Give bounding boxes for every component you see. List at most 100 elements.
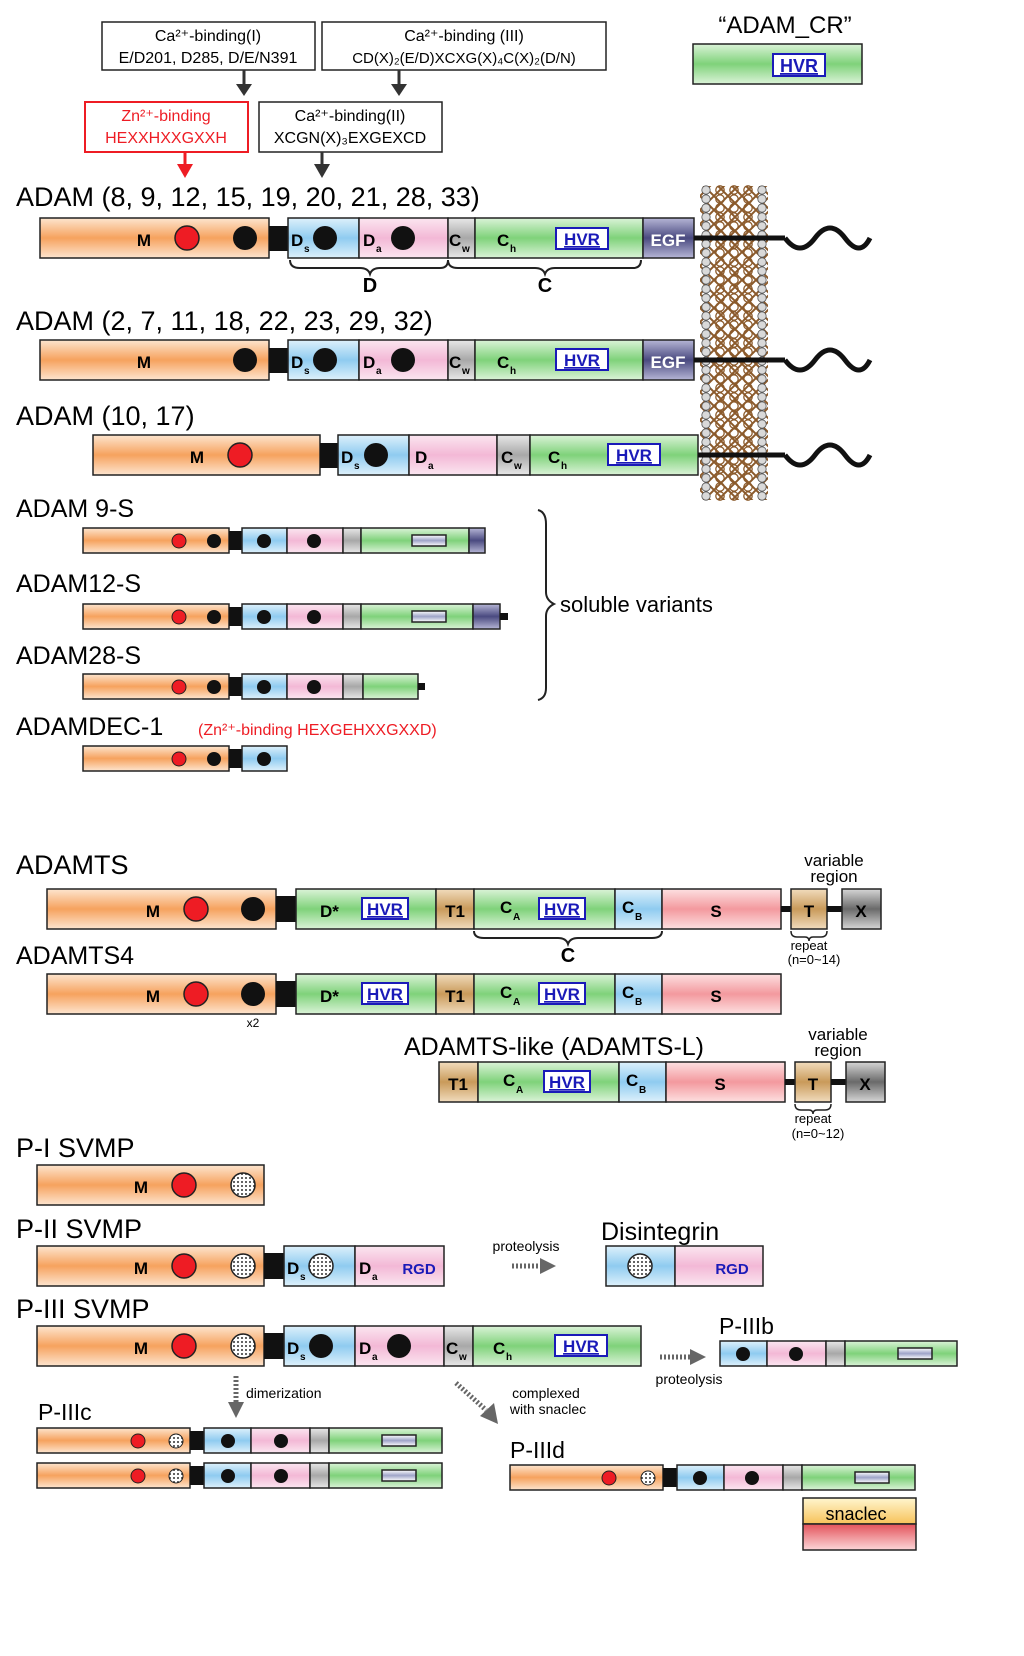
p3d-construct bbox=[509, 1464, 916, 1491]
svg-text:S: S bbox=[710, 987, 721, 1006]
lipid-head bbox=[757, 437, 767, 447]
svg-text:with snaclec: with snaclec bbox=[509, 1401, 586, 1417]
lipid-head bbox=[701, 203, 711, 213]
ca3-seq: CD(X)₂(E/D)XCXG(X)₄C(X)₂(D/N) bbox=[352, 50, 576, 67]
svg-text:HVR: HVR bbox=[544, 900, 580, 919]
lipid-head bbox=[701, 437, 711, 447]
svg-text:HVR: HVR bbox=[616, 446, 652, 465]
lipid-head bbox=[757, 365, 767, 375]
ca1-title: Ca²⁺-binding(I) bbox=[155, 28, 261, 45]
p3c-construct-2 bbox=[36, 1462, 443, 1489]
svg-text:M: M bbox=[134, 1259, 148, 1278]
svg-text:C: C bbox=[501, 448, 513, 467]
svg-text:C: C bbox=[500, 898, 512, 917]
lipid-head bbox=[757, 293, 767, 303]
svg-text:A: A bbox=[513, 997, 520, 1008]
svg-text:HVR: HVR bbox=[544, 985, 580, 1004]
p3-proteolysis-arrow: proteolysis bbox=[656, 1349, 722, 1387]
svg-text:repeat: repeat bbox=[795, 1111, 832, 1126]
lipid-head bbox=[701, 464, 711, 474]
svg-text:C: C bbox=[446, 1339, 458, 1358]
svg-text:D: D bbox=[291, 353, 303, 372]
lipid-head bbox=[701, 185, 711, 195]
adam-group-c-title: ADAM (10, 17) bbox=[16, 401, 195, 431]
lipid-head bbox=[757, 473, 767, 483]
svg-text:M: M bbox=[146, 987, 160, 1006]
zn-seq: HEXXHXXGXXH bbox=[105, 130, 227, 147]
svg-text:dimerization: dimerization bbox=[246, 1385, 321, 1401]
lipid-head bbox=[701, 383, 711, 393]
svg-text:C: C bbox=[500, 983, 512, 1002]
svg-text:T: T bbox=[808, 1075, 819, 1094]
adamdec-title: ADAMDEC-1 bbox=[16, 713, 163, 741]
svg-text:a: a bbox=[428, 461, 434, 472]
lipid-head bbox=[701, 329, 711, 339]
svg-text:HVR: HVR bbox=[367, 985, 403, 1004]
svg-text:T: T bbox=[804, 902, 815, 921]
p3c-title: P-IIIc bbox=[38, 1399, 92, 1425]
svg-text:D: D bbox=[341, 448, 353, 467]
svg-text:C: C bbox=[493, 1339, 505, 1358]
svg-text:C: C bbox=[561, 945, 575, 967]
svg-text:C: C bbox=[503, 1071, 515, 1090]
svg-text:M: M bbox=[134, 1178, 148, 1197]
adam-cr-hvr: HVR bbox=[780, 56, 818, 76]
adamts-title: ADAMTS bbox=[16, 850, 129, 880]
svg-text:C: C bbox=[622, 983, 634, 1002]
svg-text:HVR: HVR bbox=[367, 900, 403, 919]
ca3-box: Ca²⁺-binding (III) CD(X)₂(E/D)XCXG(X)₄C(… bbox=[321, 21, 607, 71]
lipid-head bbox=[757, 320, 767, 330]
top-arrows bbox=[177, 70, 407, 178]
svg-text:X: X bbox=[855, 902, 867, 921]
svg-text:A: A bbox=[513, 912, 520, 923]
svg-text:s: s bbox=[300, 1352, 306, 1363]
lipid-head bbox=[757, 464, 767, 474]
lipid-head bbox=[701, 491, 711, 501]
adam-cr-legend: “ADAM_CR” HVR bbox=[692, 12, 863, 85]
svg-text:C: C bbox=[622, 898, 634, 917]
lipid-head bbox=[701, 311, 711, 321]
svg-text:D: D bbox=[359, 1339, 371, 1358]
adamdec-construct bbox=[82, 745, 288, 772]
adamts4-title: ADAMTS4 bbox=[16, 942, 134, 970]
lipid-head bbox=[757, 221, 767, 231]
svg-text:h: h bbox=[506, 1352, 512, 1363]
lipid-head bbox=[701, 239, 711, 249]
svg-text:M: M bbox=[134, 1339, 148, 1358]
svg-text:x2: x2 bbox=[247, 1016, 260, 1030]
zn-box: Zn²⁺-binding HEXXHXXGXXH bbox=[84, 101, 249, 153]
lipid-head bbox=[757, 383, 767, 393]
svg-text:w: w bbox=[461, 366, 470, 377]
lipid-head bbox=[701, 419, 711, 429]
lipid-head bbox=[757, 410, 767, 420]
lipid-head bbox=[701, 302, 711, 312]
lipid-head bbox=[757, 203, 767, 213]
adam28s-construct bbox=[82, 673, 425, 700]
lipid-head bbox=[757, 212, 767, 222]
lipid-tail bbox=[729, 491, 739, 501]
svg-text:s: s bbox=[300, 1272, 306, 1283]
svg-text:a: a bbox=[376, 244, 382, 255]
p3-title: P-III SVMP bbox=[16, 1294, 150, 1324]
svg-text:B: B bbox=[639, 1085, 646, 1096]
svg-text:C: C bbox=[538, 275, 552, 297]
lipid-head bbox=[757, 419, 767, 429]
lipid-head bbox=[757, 401, 767, 411]
lipid-head bbox=[701, 212, 711, 222]
svg-text:region: region bbox=[810, 867, 857, 886]
adamts4-construct: M x2 D* HVR T1 CA HVR CB S bbox=[46, 973, 782, 1030]
snaclec-label: snaclec bbox=[825, 1504, 886, 1524]
dimerization-arrow: dimerization bbox=[228, 1376, 321, 1418]
lipid-head bbox=[701, 194, 711, 204]
lipid-head bbox=[757, 428, 767, 438]
svg-text:s: s bbox=[304, 244, 310, 255]
lipid-head bbox=[757, 239, 767, 249]
svg-text:M: M bbox=[137, 231, 151, 250]
svg-text:HVR: HVR bbox=[564, 230, 600, 249]
lipid-head bbox=[757, 266, 767, 276]
svg-text:RGD: RGD bbox=[715, 1261, 749, 1278]
svg-text:A: A bbox=[516, 1085, 523, 1096]
svg-text:C: C bbox=[497, 231, 509, 250]
svg-text:T1: T1 bbox=[445, 987, 465, 1006]
